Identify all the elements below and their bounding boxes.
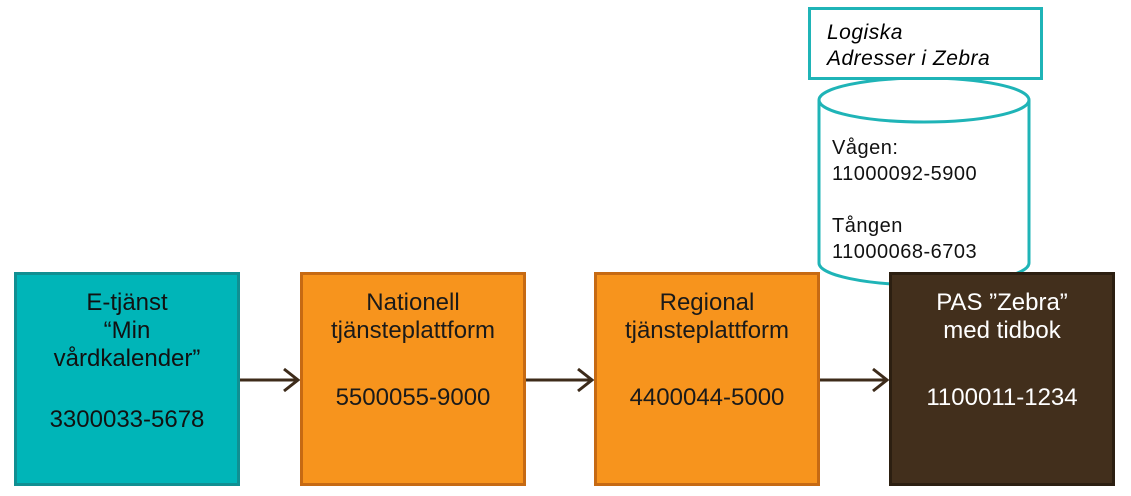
db-entry-address: 11000092-5900 xyxy=(832,163,978,185)
box-label-line: E-tjänst xyxy=(86,289,168,316)
box-label-line: med tidbok xyxy=(943,317,1061,344)
db-entry-name: Vågen: xyxy=(832,137,899,159)
arrow-nationell-to-regional xyxy=(526,367,595,393)
box-regional-tjansteplattform: Regional tjänsteplattform 4400044-5000 xyxy=(594,272,820,486)
db-entry-address: 11000068-6703 xyxy=(832,241,978,263)
box-label-line: tjänsteplattform xyxy=(330,317,496,344)
box-e-tjanst: E-tjänst “Min vårdkalender” 3300033-5678 xyxy=(14,272,240,486)
box-nationell-tjansteplattform: Nationell tjänsteplattform 5500055-9000 xyxy=(300,272,526,486)
box-label-line: tjänsteplattform xyxy=(624,317,790,344)
box-label-line: vårdkalender” xyxy=(53,345,201,372)
database-content: Vågen: 11000092-5900 Tången 11000068-670… xyxy=(832,135,977,265)
box-label-line: “Min xyxy=(103,317,151,344)
arrow-etjanst-to-nationell xyxy=(240,367,301,393)
box-label-line: PAS ”Zebra” xyxy=(936,289,1068,316)
box-address: 1100011-1234 xyxy=(926,384,1078,411)
arrow-regional-to-pas xyxy=(820,367,890,393)
logical-addresses-title: Logiska Adresser i Zebra xyxy=(808,7,1043,80)
box-label-line: Regional xyxy=(659,289,755,316)
title-line-2: Adresser i Zebra xyxy=(827,47,991,70)
db-entry-name: Tången xyxy=(832,215,903,237)
box-address: 4400044-5000 xyxy=(629,384,785,411)
title-line-1: Logiska xyxy=(827,21,903,44)
box-label-line: Nationell xyxy=(366,289,460,316)
box-address: 3300033-5678 xyxy=(49,406,205,433)
box-pas-zebra: PAS ”Zebra” med tidbok 1100011-1234 xyxy=(889,272,1115,486)
box-address: 5500055-9000 xyxy=(335,384,491,411)
